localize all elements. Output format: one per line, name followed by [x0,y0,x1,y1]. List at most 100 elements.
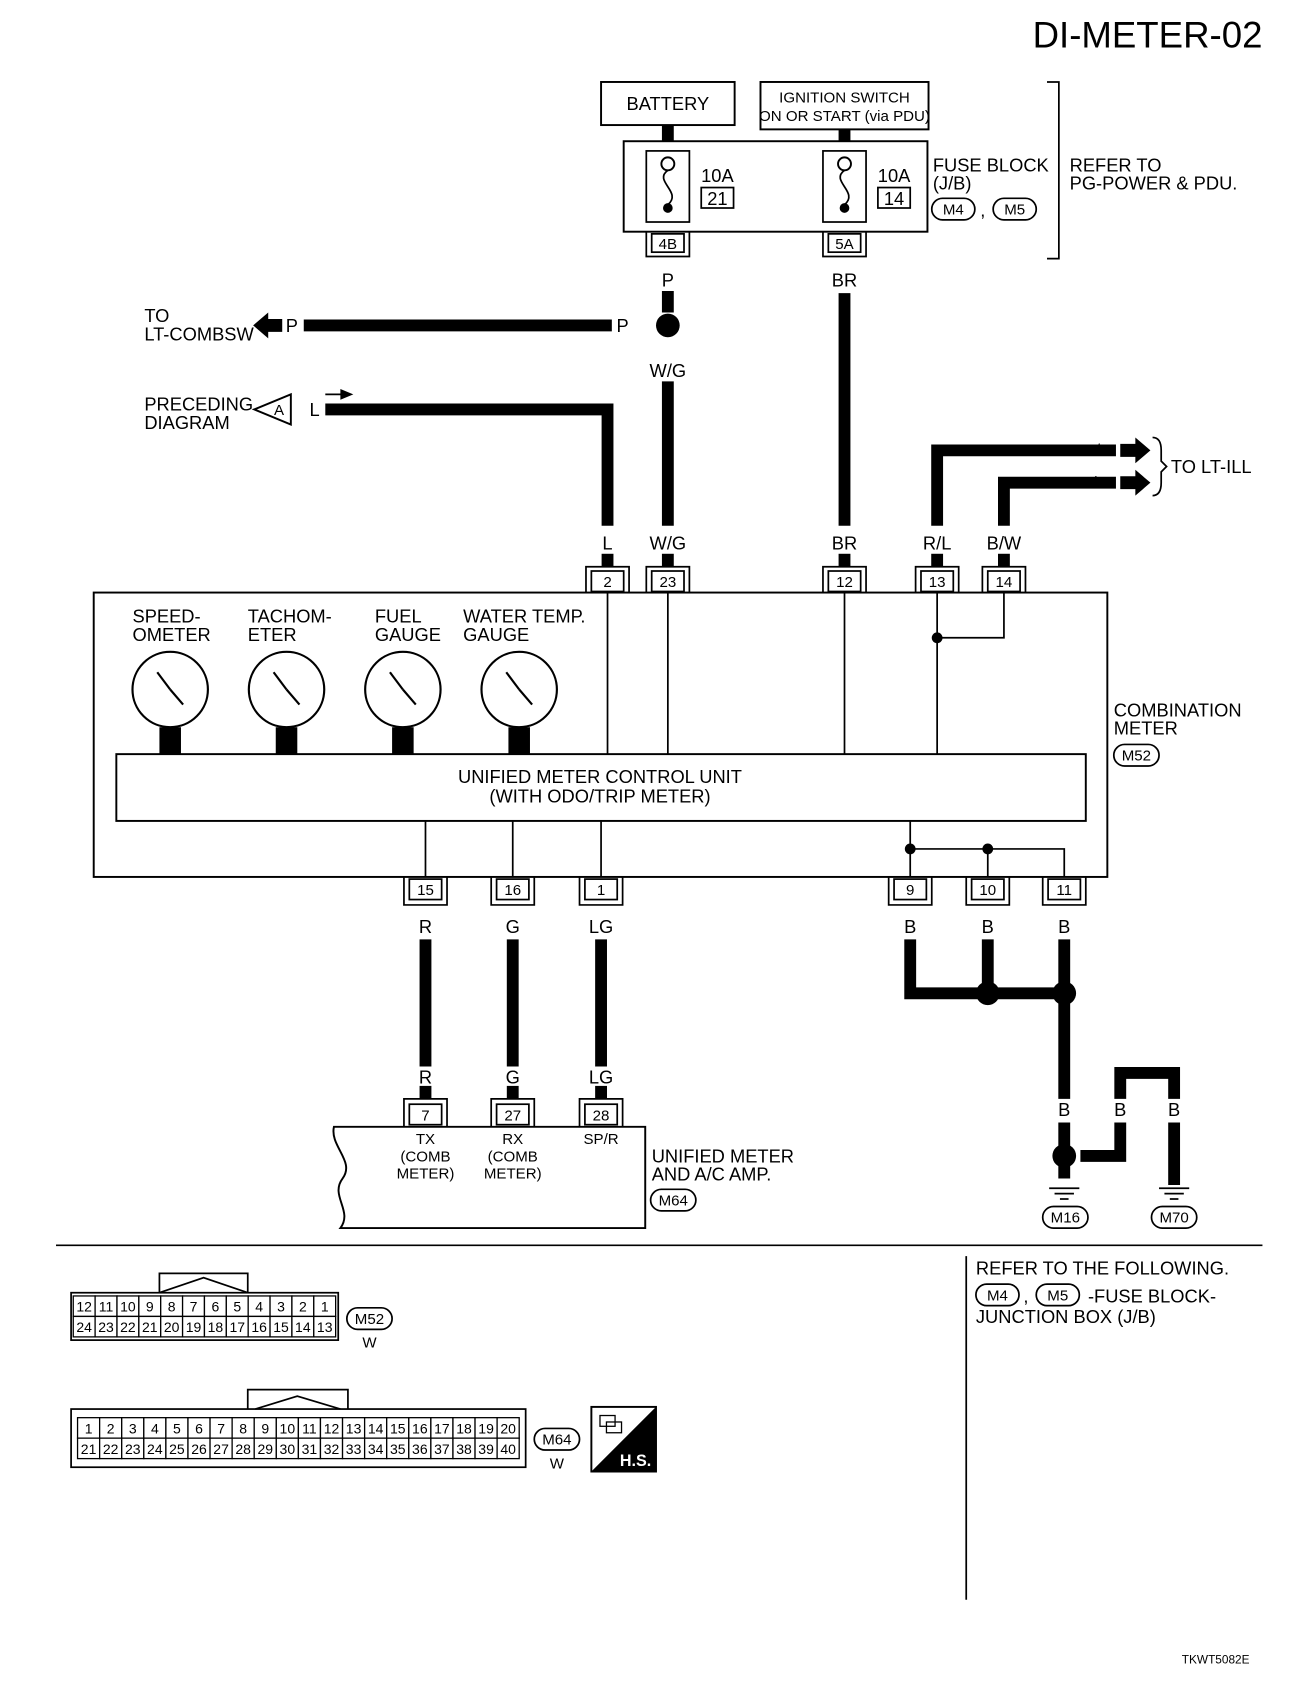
wire-color-r-pin: R [419,916,432,937]
m64-pin-label: 38 [456,1441,472,1457]
meter-pin-15: 15 [403,876,448,906]
m52-cell [313,1315,337,1338]
svg-text:1: 1 [597,882,605,899]
svg-text:12: 12 [836,574,853,591]
m64-pin-label: 23 [125,1441,141,1457]
splice-b-1 [975,981,1000,1006]
preceding-label-line1: PRECEDING [144,394,253,415]
wire-color-l-arrow: L [309,399,319,420]
combination-meter-label-line2: METER [1114,718,1178,739]
svg-text:14: 14 [996,574,1013,591]
image-id: TKWT5082E [1182,1652,1250,1666]
tachometer-label-line1: TACHOM- [248,606,332,627]
meter-pin-16: 16 [490,876,536,906]
svg-text:M52: M52 [1122,748,1151,765]
preceding-diagram-marker-icon [251,392,292,426]
m52-pin-label: 18 [208,1319,224,1335]
amp-pin-27: 27 [490,1097,536,1127]
fuse-21-element [662,169,674,206]
fuse-21-amp: 10A [701,165,734,186]
ignition-label-line1: IGNITION SWITCH [779,89,910,106]
connector-m52-color: W [362,1335,377,1352]
m52-pin-label: 11 [99,1299,114,1315]
ignition-switch-box: IGNITION SWITCH ON OR START (via PDU) [759,81,930,131]
svg-text:7: 7 [421,1107,429,1124]
fuse-block-connector-m4: M4 [930,197,976,221]
meter-pin-12: 12 [822,565,867,593]
lt-ill-brace [1152,436,1168,497]
connector-m64-color: W [550,1455,565,1472]
m52-pin-label: 13 [317,1319,333,1335]
wire-rl [931,444,1116,526]
m64-pin-label: 28 [235,1441,251,1457]
m64-pin-label: 24 [147,1441,163,1457]
lt-ill-label: TO LT-ILL [1171,456,1252,477]
m64-pin-label: 34 [368,1441,384,1457]
m64-pin-label: 11 [302,1420,317,1436]
amp-tx-line3: METER) [397,1166,455,1183]
m52-pin-label: 17 [229,1319,245,1335]
m64-pin-label: 35 [390,1441,406,1457]
speedometer-gauge-icon [131,650,209,756]
fuel-gauge-icon [364,650,442,756]
wire-color-b-drop: B [1058,1099,1070,1120]
m52-pin-label: 24 [76,1319,92,1335]
m52-pin-label: 9 [146,1299,154,1315]
m64-pin-label: 2 [107,1420,115,1436]
wire-color-g-pin: G [506,916,520,937]
m64-pin-label: 22 [103,1441,119,1457]
legend-refer-line3: JUNCTION BOX (J/B) [976,1306,1156,1327]
m64-pin-label: 13 [346,1420,362,1436]
svg-text:M64: M64 [542,1432,571,1449]
fuse-21-number: 21 [707,188,727,209]
svg-text:10: 10 [979,882,996,899]
svg-text:M52: M52 [355,1311,384,1328]
m52-pin-label: 4 [255,1299,263,1315]
amp-rx-line2: (COMB [488,1148,538,1165]
fuse-pin-4b: 4B [645,231,691,258]
water-temp-label-line2: GAUGE [463,624,529,645]
combination-meter-connector: M52 [1112,743,1160,767]
arrow-to-lt-combsw-icon [253,312,283,339]
unified-meter-label-line1: UNIFIED METER CONTROL UNIT [458,766,742,787]
preceding-marker-letter: A [274,402,285,419]
svg-text:M5: M5 [1047,1287,1068,1304]
legend-refer-line1: REFER TO THE FOLLOWING. [976,1257,1229,1278]
amp-pin-7: 7 [403,1097,448,1127]
fuel-gauge-label-line2: GAUGE [375,624,441,645]
refer-label-line2: PG-POWER & PDU. [1070,173,1238,194]
m64-pin-label: 19 [478,1420,494,1436]
splice-p [656,313,680,338]
m64-pin-label: 1 [85,1420,93,1436]
speedometer-label-line2: OMETER [132,624,210,645]
m64-pin-label: 40 [500,1441,516,1457]
unified-meter-ac-amp-box [332,1125,647,1230]
wire-color-p-arrow: P [286,315,298,336]
speedometer-label-line1: SPEED- [132,606,200,627]
m52-pin-label: 8 [168,1299,176,1315]
m52-pin-label: 19 [186,1319,202,1335]
svg-text:23: 23 [659,574,676,591]
meter-pin-14: 14 [981,565,1027,593]
wire-color-wg-join: W/G [650,360,687,381]
m52-pin-label: 14 [295,1319,311,1335]
legend-refer-m5: M5 [1035,1283,1081,1307]
fuse-14-amp: 10A [878,165,911,186]
wire-color-bw-arrow: B/W [1082,474,1111,491]
m52-pin-label: 2 [299,1299,307,1315]
fuse-14-body [822,150,867,223]
m64-pin-label: 17 [434,1420,450,1436]
svg-text:2: 2 [603,574,611,591]
m52-pin-label: 3 [277,1299,285,1315]
wire-color-b-mid: B [1114,1099,1126,1120]
amp-rx-line3: METER) [484,1166,542,1183]
internal-junction [931,632,943,644]
meter-pin-23: 23 [645,565,691,593]
wire-color-p-join: P [616,315,628,336]
wire-color-bw-pin: B/W [987,532,1022,553]
wire-color-p-top: P [662,270,674,291]
svg-text:H.S.: H.S. [620,1452,651,1470]
m64-pin-label: 27 [213,1441,229,1457]
wire-color-b-pin10: B [982,916,994,937]
